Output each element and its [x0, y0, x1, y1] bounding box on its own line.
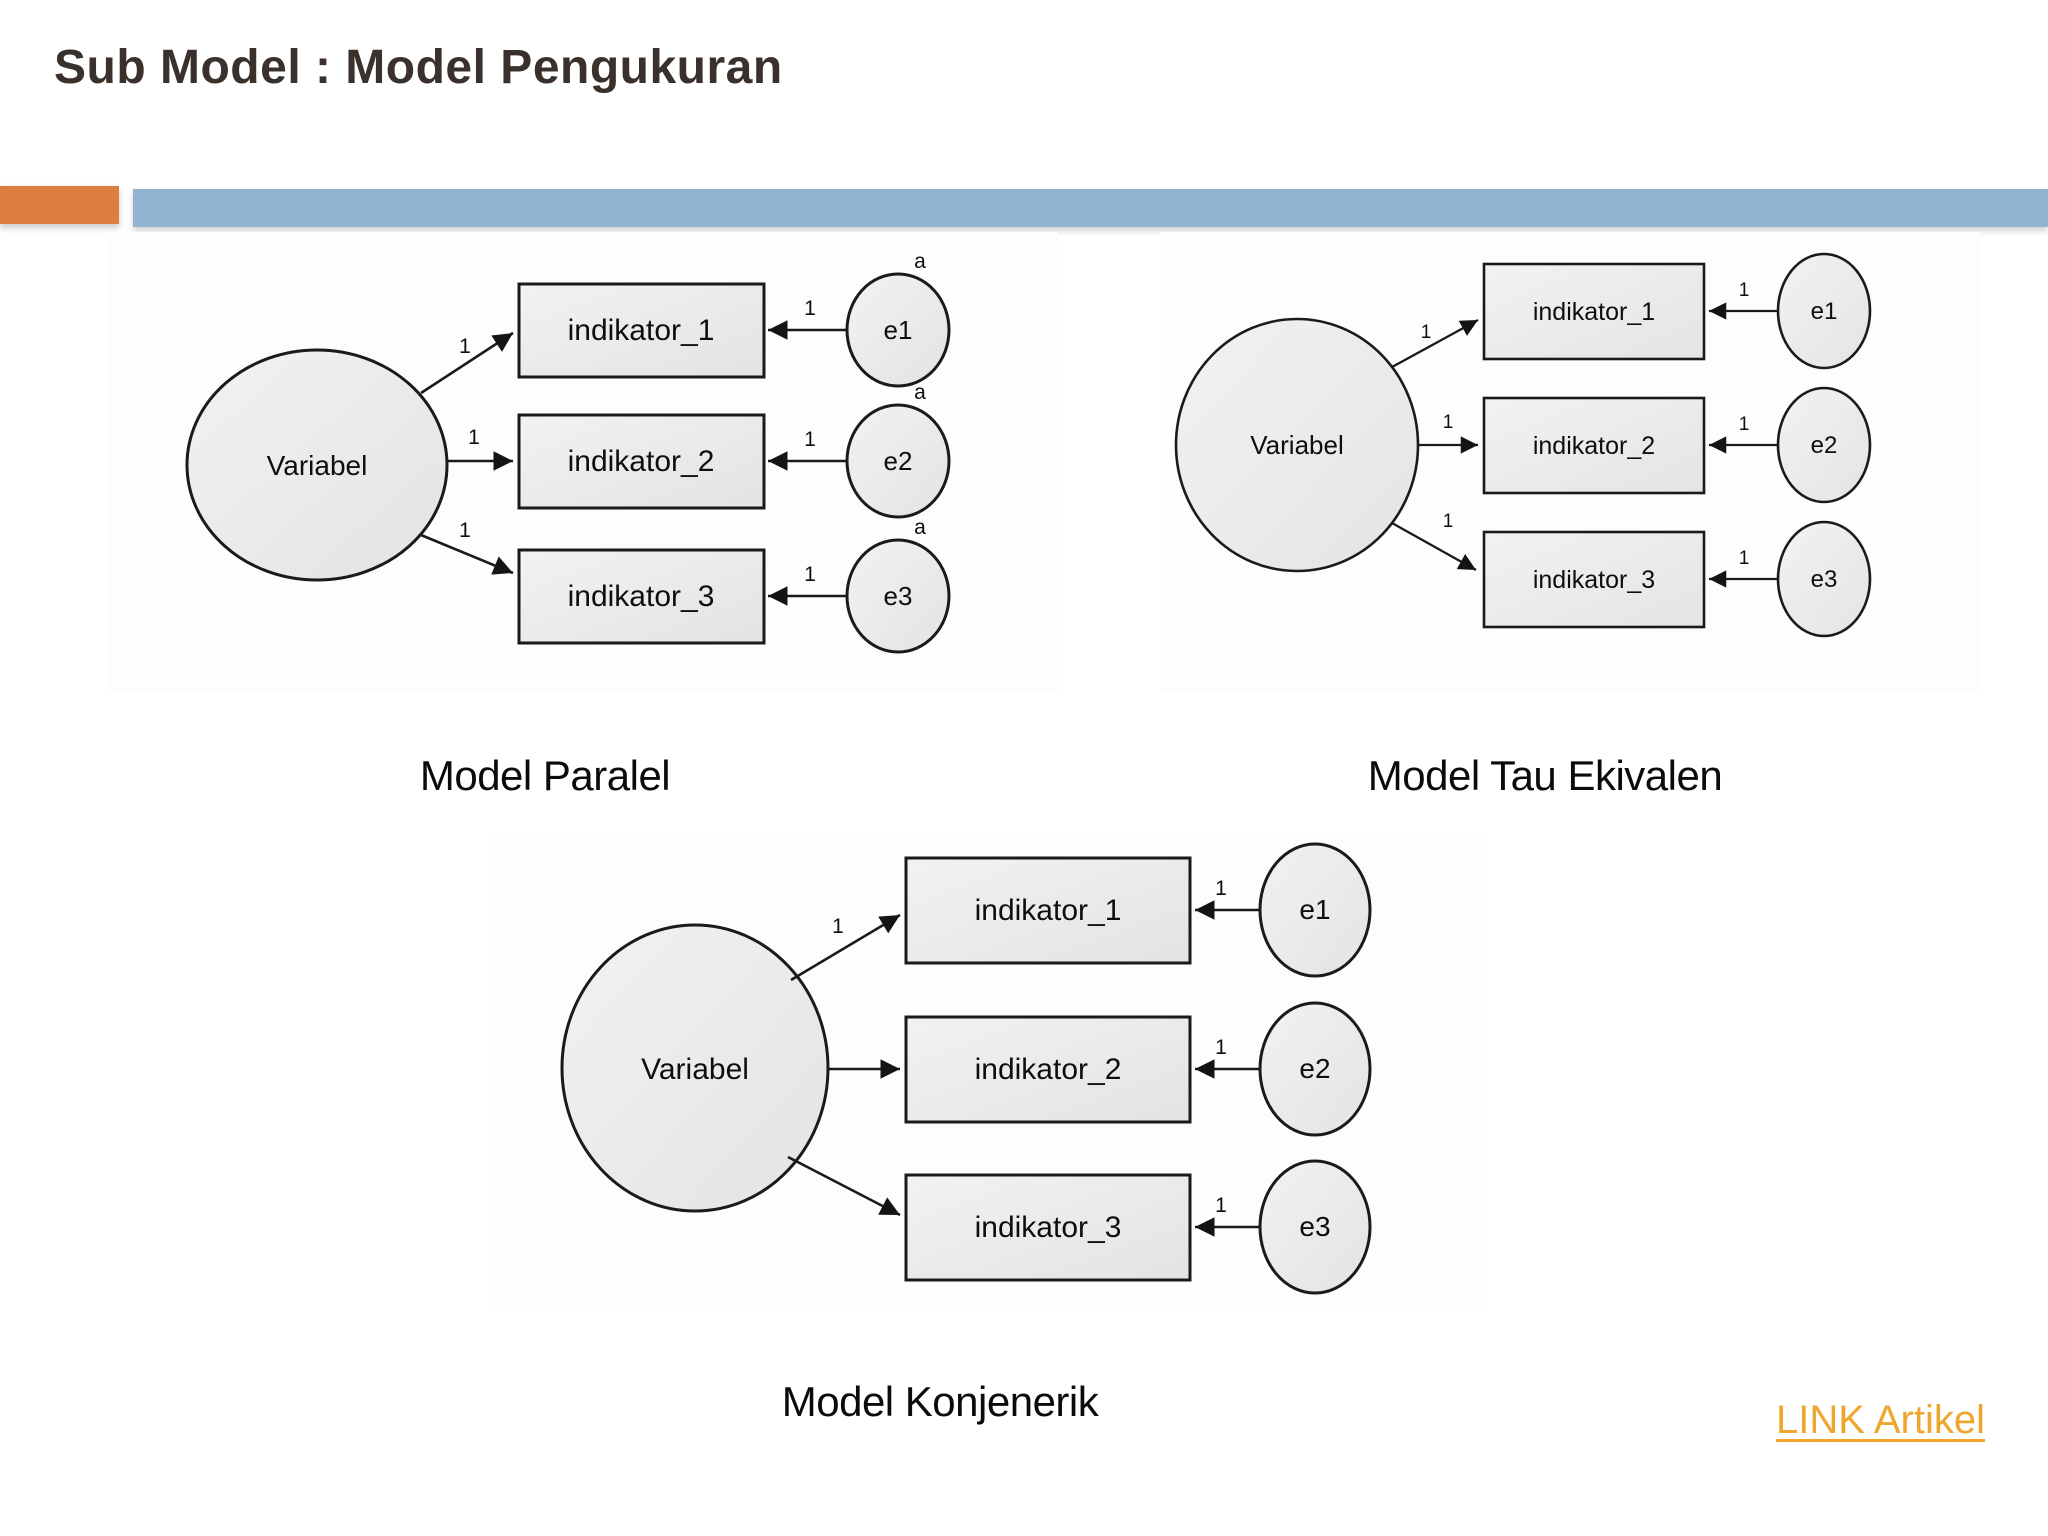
indicator-2-box [517, 413, 766, 510]
loading-label-1: 1 [459, 335, 471, 358]
latent-variable-ellipse [185, 348, 449, 582]
link-artikel[interactable]: LINK Artikel [1776, 1398, 1985, 1442]
indicator-1-label: indikator_1 [1533, 298, 1655, 326]
indicator-3-box [904, 1173, 1192, 1282]
error-weight-label-2: 1 [804, 428, 816, 451]
error-2-label: e2 [1811, 432, 1838, 459]
indicator-1-box [517, 282, 766, 379]
error-weight-label-3: 1 [1739, 548, 1750, 569]
error-2-label: e2 [884, 446, 913, 476]
latent-variable-label: Variabel [641, 1053, 749, 1086]
model-paralel-diagram: Variabel 1 1 1 indikator_1 indikator_2 i… [108, 232, 1058, 692]
indicator-1-label: indikator_1 [568, 314, 715, 347]
error-2-circle [1776, 386, 1872, 504]
latent-variable-label: Variabel [267, 450, 368, 481]
loading-arrow-3 [420, 533, 514, 575]
error-1-circle [845, 272, 951, 388]
error-weight-label-2: 1 [1739, 414, 1750, 435]
loading-arrow-3 [1391, 521, 1477, 572]
loading-label-3: 1 [459, 519, 471, 542]
loading-arrow-1 [790, 913, 901, 982]
loading-arrow-1 [420, 331, 514, 395]
indicator-1-box [904, 856, 1192, 965]
caption-model-tau-ekivalen: Model Tau Ekivalen [1367, 752, 1723, 799]
error-2-circle [845, 403, 951, 519]
error-variance-label-2: a [914, 381, 926, 404]
error-weight-label-1: 1 [804, 297, 816, 320]
model-tau-ekivalen-diagram: Variabel 1 1 1 indikator_1 indikator_2 i… [1160, 232, 1980, 692]
indicator-3-label: indikator_3 [975, 1211, 1122, 1244]
error-variance-label-3: a [914, 516, 926, 539]
indicator-3-label: indikator_3 [1533, 566, 1655, 594]
error-1-label: e1 [1299, 894, 1330, 925]
indicator-3-box [517, 548, 766, 645]
error-1-label: e1 [1811, 298, 1838, 325]
latent-variable-label: Variabel [1250, 430, 1343, 460]
error-3-circle [1258, 1159, 1372, 1295]
error-1-label: e1 [884, 315, 913, 345]
error-3-label: e3 [884, 581, 913, 611]
indicator-2-label: indikator_2 [1533, 432, 1655, 460]
loading-arrow-3 [787, 1155, 901, 1217]
indicator-2-box [904, 1015, 1192, 1124]
error-variance-label-1: a [914, 250, 926, 273]
indicator-2-box [1482, 396, 1706, 495]
error-weight-label-2: 1 [1215, 1036, 1227, 1059]
error-2-label: e2 [1299, 1053, 1330, 1084]
indicator-1-box [1482, 262, 1706, 361]
error-3-label: e3 [1299, 1211, 1330, 1242]
error-3-label: e3 [1811, 566, 1838, 593]
error-3-circle [1776, 520, 1872, 638]
error-weight-label-1: 1 [1215, 877, 1227, 900]
indicator-2-label: indikator_2 [975, 1053, 1122, 1086]
accent-bar-orange [0, 186, 119, 224]
loading-label-1: 1 [832, 915, 844, 938]
loading-label-2: 1 [468, 426, 480, 449]
error-1-circle [1258, 842, 1372, 978]
indicator-3-box [1482, 530, 1706, 629]
error-weight-label-3: 1 [804, 563, 816, 586]
loading-label-1: 1 [1421, 322, 1432, 343]
loading-label-2: 1 [1443, 412, 1454, 433]
loading-arrow-1 [1391, 318, 1479, 369]
caption-model-konjenerik: Model Konjenerik [781, 1378, 1099, 1425]
loading-label-3: 1 [1443, 511, 1454, 532]
error-1-circle [1776, 252, 1872, 370]
page-title: Sub Model : Model Pengukuran [54, 41, 783, 94]
caption-model-paralel: Model Paralel [419, 752, 671, 799]
error-weight-label-3: 1 [1215, 1194, 1227, 1217]
indicator-1-label: indikator_1 [975, 894, 1122, 927]
indicator-2-label: indikator_2 [568, 445, 715, 478]
indicator-3-label: indikator_3 [568, 580, 715, 613]
model-konjenerik-diagram: Variabel 1 indikator_1 indikator_2 indik… [488, 835, 1488, 1310]
error-3-circle [845, 538, 951, 654]
accent-bar-blue [133, 189, 2048, 227]
error-2-circle [1258, 1001, 1372, 1137]
error-weight-label-1: 1 [1739, 280, 1750, 301]
